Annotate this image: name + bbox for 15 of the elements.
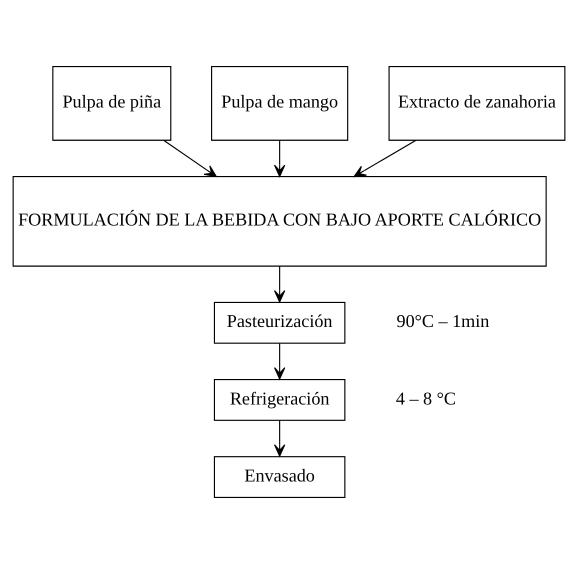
arrow: [274, 420, 286, 457]
node-box: Pulpa de piña: [52, 66, 172, 141]
arrow: [274, 266, 286, 302]
arrow: [354, 140, 416, 178]
node-box: Pasteurización: [214, 302, 346, 344]
node-box: Refrigeración: [214, 378, 346, 421]
node-label: 4 – 8 °C: [396, 388, 456, 408]
node-box: Envasado: [214, 456, 346, 498]
node-box: Extracto de zanahoria: [388, 66, 566, 141]
node-box: FORMULACIÓN DE LA BEBIDA CON BAJO APORTE CALÓRICO: [12, 176, 547, 267]
node-label: 90°C – 1min: [396, 311, 490, 332]
node-box: Pulpa de mango: [211, 66, 348, 141]
arrow: [274, 344, 286, 380]
arrow: [274, 140, 286, 178]
arrow: [164, 140, 217, 178]
